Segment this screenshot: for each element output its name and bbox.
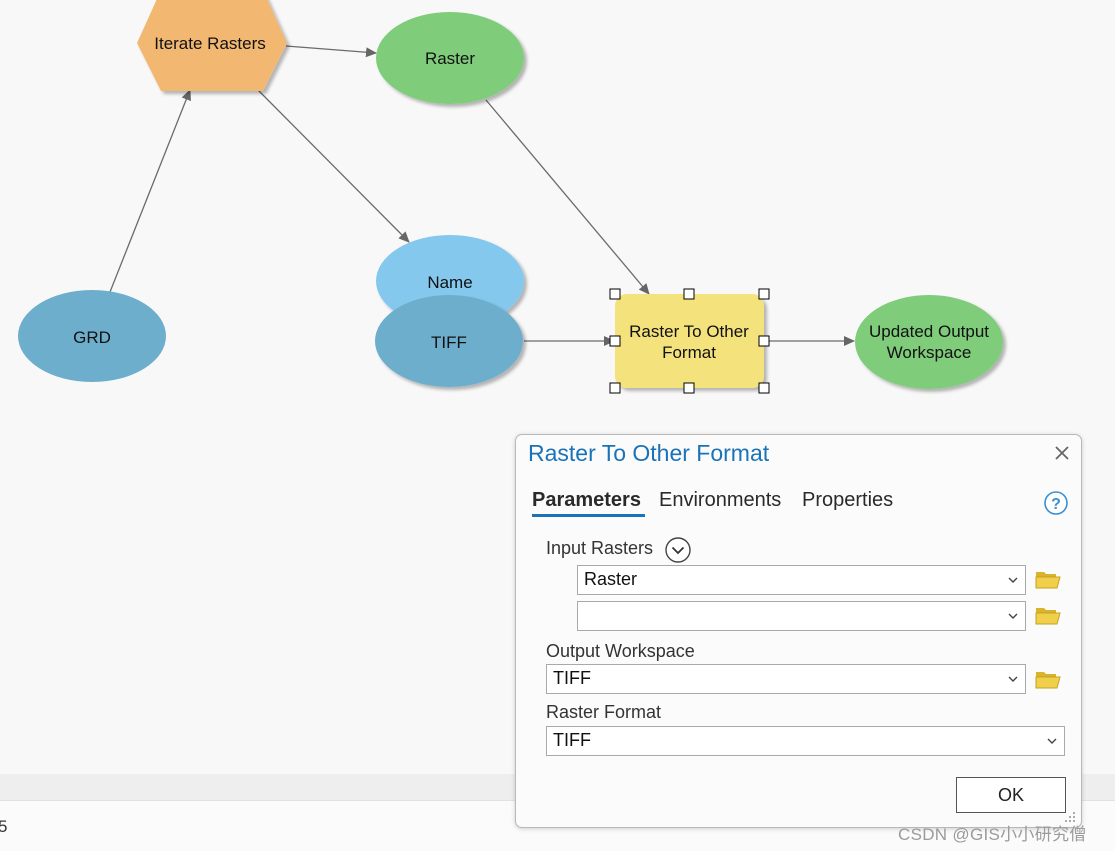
raster-variable-label: Raster [425, 49, 475, 68]
resize-grip-icon[interactable] [1062, 809, 1076, 823]
chevron-down-icon [1008, 613, 1018, 619]
ok-button[interactable]: OK [956, 777, 1066, 813]
updated-output-label-line1: Updated Output [869, 322, 989, 341]
raster-to-other-format-tool-node[interactable]: Raster To Other Format [615, 294, 764, 388]
chevron-down-icon [1008, 577, 1018, 583]
input-raster-combo-1[interactable]: Raster [577, 565, 1026, 595]
folder-browse-icon[interactable] [1035, 668, 1061, 690]
connectors [109, 45, 855, 346]
connector-raster-to-tool[interactable] [485, 99, 650, 295]
updated-output-label-line2: Workspace [887, 343, 972, 362]
handle-top-left[interactable] [609, 288, 621, 300]
connector-grd-to-iterate[interactable] [109, 89, 191, 293]
handle-top-right[interactable] [758, 288, 770, 300]
iterate-rasters-label: Iterate Rasters [154, 34, 266, 53]
input-raster-combo-2[interactable] [577, 601, 1026, 631]
tool-label-line1: Raster To Other [629, 322, 749, 341]
iterate-rasters-node[interactable]: Iterate Rasters [137, 0, 287, 91]
collapse-chevron-icon[interactable] [664, 536, 692, 564]
raster-format-combo[interactable]: TIFF [546, 726, 1065, 756]
input-raster-value-1: Raster [584, 569, 638, 589]
tool-label-line2: Format [662, 343, 716, 362]
help-circle-icon[interactable]: ? [1043, 490, 1069, 516]
handle-top-center[interactable] [683, 288, 695, 300]
updated-output-workspace-node[interactable]: Updated Output Workspace [855, 295, 1003, 389]
close-icon[interactable] [1052, 443, 1072, 463]
status-text: 5 [0, 817, 8, 836]
output-workspace-label: Output Workspace [546, 641, 695, 661]
raster-format-label: Raster Format [546, 702, 662, 722]
folder-browse-icon[interactable] [1035, 604, 1061, 626]
dialog-title: Raster To Other Format [528, 440, 770, 466]
chevron-down-icon [1047, 738, 1057, 744]
tiff-variable-node[interactable]: TIFF [375, 295, 523, 387]
selection-handles[interactable] [609, 288, 770, 394]
active-tab-underline [532, 514, 645, 517]
handle-middle-right[interactable] [758, 335, 770, 347]
output-workspace-value: TIFF [553, 668, 591, 688]
handle-bottom-right[interactable] [758, 382, 770, 394]
connector-iterate-to-raster[interactable] [285, 45, 377, 58]
handle-bottom-left[interactable] [609, 382, 621, 394]
connector-iterate-to-name[interactable] [255, 87, 410, 243]
input-rasters-label: Input Rasters [546, 538, 654, 558]
grd-variable-node[interactable]: GRD [18, 290, 166, 382]
handle-middle-left[interactable] [609, 335, 621, 347]
raster-to-other-format-dialog: Raster To Other Format Parameters Enviro… [515, 434, 1082, 828]
tab-environments[interactable]: Environments [659, 489, 782, 511]
handle-bottom-center[interactable] [683, 382, 695, 394]
chevron-down-icon [1008, 676, 1018, 682]
raster-format-value: TIFF [553, 730, 591, 750]
grd-variable-label: GRD [73, 328, 111, 347]
tab-properties[interactable]: Properties [802, 489, 894, 511]
folder-browse-icon[interactable] [1035, 568, 1061, 590]
raster-variable-node[interactable]: Raster [376, 12, 524, 104]
svg-text:?: ? [1051, 496, 1061, 513]
output-workspace-combo[interactable]: TIFF [546, 664, 1026, 694]
tab-parameters[interactable]: Parameters [532, 489, 641, 511]
name-variable-label: Name [427, 273, 472, 292]
tiff-variable-label: TIFF [431, 333, 467, 352]
watermark: CSDN @GIS小小研究僧 [898, 825, 1087, 844]
